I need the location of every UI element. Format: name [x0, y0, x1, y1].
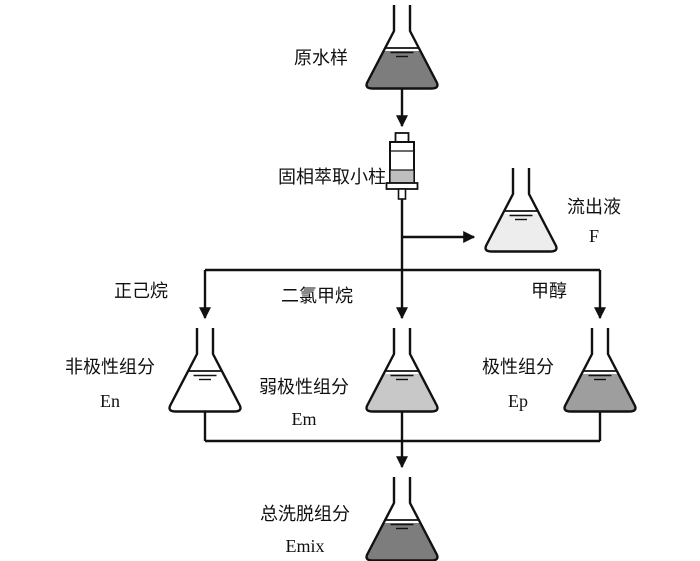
spe-column	[385, 132, 419, 200]
label-effluent: 流出液	[567, 197, 621, 217]
label-solvent-methanol: 甲醇	[531, 281, 567, 301]
nonpolar-flask	[168, 326, 242, 413]
emix-flask	[365, 475, 439, 561]
spe-column-cap	[394, 132, 410, 143]
label-fraction-polar: 极性组分	[482, 357, 554, 377]
flow-lines	[199, 89, 606, 469]
weak-polar-flask	[365, 326, 439, 413]
effluent-flask	[484, 166, 558, 253]
spe-column-frit	[389, 169, 415, 184]
spe-column-tip	[397, 188, 407, 200]
label-solvent-hexane: 正己烷	[114, 281, 168, 301]
label-raw-sample: 原水样	[294, 48, 348, 68]
label-fraction-weak-polar-code: Em	[291, 409, 317, 429]
label-fraction-nonpolar-code: En	[100, 391, 120, 411]
label-effluent-code: F	[588, 226, 599, 246]
spe-column-flange	[385, 182, 419, 190]
label-spe-column: 固相萃取小柱	[278, 167, 386, 187]
label-solvent-dcm: 二氯甲烷	[281, 286, 353, 306]
label-fraction-polar-code: Ep	[508, 391, 528, 411]
label-fraction-total-code: Emix	[285, 536, 325, 556]
label-fraction-total: 总洗脱组分	[260, 504, 350, 524]
label-fraction-nonpolar: 非极性组分	[65, 357, 155, 377]
label-fraction-weak-polar: 弱极性组分	[259, 377, 349, 397]
raw-sample-flask	[365, 3, 439, 90]
polar-flask	[563, 326, 637, 413]
